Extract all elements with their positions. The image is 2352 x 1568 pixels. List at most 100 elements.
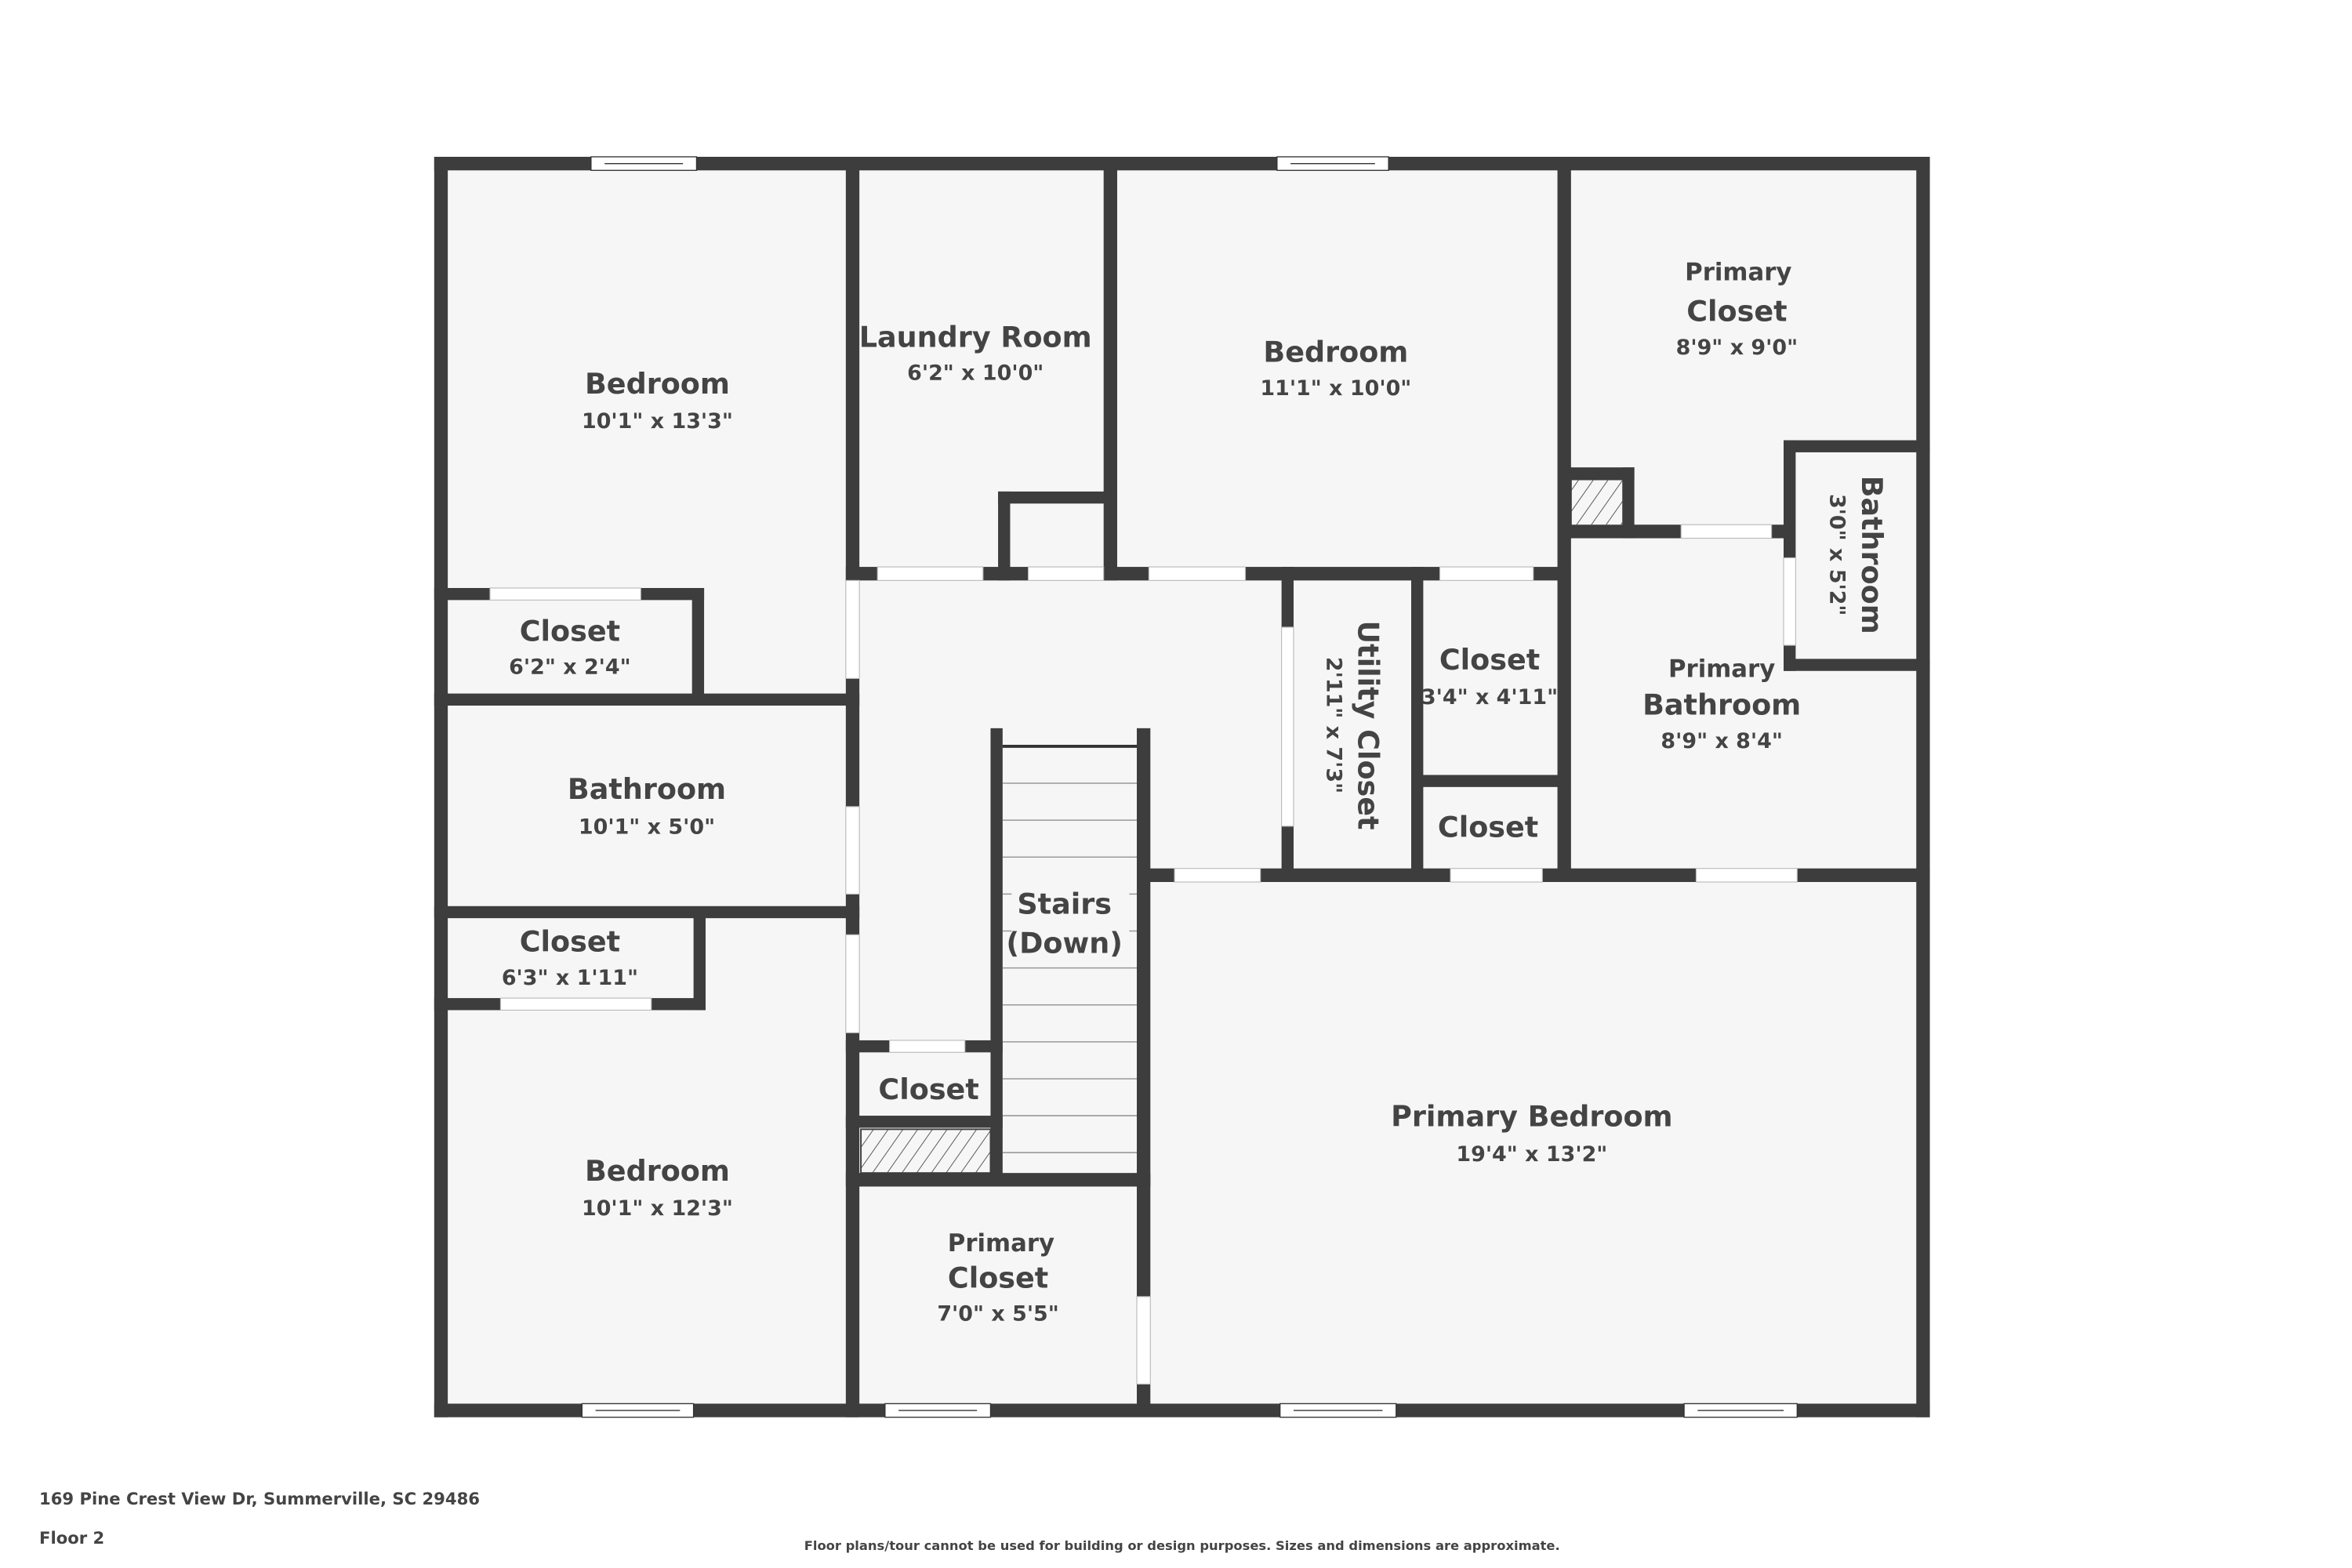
- room-primary-bathroom: Primary Bathroom 8'9" x 8'4": [1642, 655, 1801, 753]
- room-name: Closet: [520, 924, 620, 958]
- wall: [1784, 659, 1930, 671]
- window: [1279, 1403, 1397, 1418]
- room-dims: 11'1" x 10'0": [1260, 376, 1411, 401]
- room-laundry: Laundry Room 6'2" x 10'0": [859, 320, 1092, 385]
- room-bathroom-w: Bathroom 10'1" x 5'0": [568, 772, 726, 839]
- hatched-shaft: [860, 1128, 992, 1174]
- window: [590, 156, 698, 171]
- wall: [691, 588, 705, 706]
- room-closet-b: Closet 6'3" x 1'11": [502, 924, 638, 989]
- room-bedroom-sw: Bedroom 10'1" x 12'3": [582, 1154, 733, 1221]
- room-prefix: Primary: [948, 1229, 1054, 1258]
- wall: [1411, 567, 1424, 882]
- room-dims: 3'0" x 5'2": [1825, 494, 1849, 616]
- room-name: Bedroom: [585, 1154, 730, 1188]
- wall: [1411, 775, 1570, 787]
- floor-area: [440, 162, 1924, 1412]
- wall: [990, 728, 1003, 1184]
- room-name: Bathroom: [568, 772, 726, 806]
- room-prefix: Primary: [1668, 655, 1775, 683]
- room-name: Bedroom: [1263, 336, 1408, 369]
- wall: [845, 1116, 1003, 1128]
- window: [1276, 156, 1389, 171]
- floor-label: Floor 2: [39, 1528, 104, 1548]
- room-name: Bathroom: [1855, 476, 1889, 634]
- room-name: Closet: [878, 1073, 978, 1106]
- door-opening: [845, 579, 860, 679]
- window: [581, 1403, 695, 1418]
- room-closet-d: Closet: [1438, 810, 1538, 844]
- door-opening: [877, 566, 984, 581]
- wall: [998, 491, 1117, 504]
- door-opening: [1136, 1296, 1151, 1385]
- wall: [693, 912, 706, 1011]
- wall: [998, 491, 1011, 581]
- door-opening: [1450, 868, 1543, 883]
- room-name: Closet: [948, 1261, 1048, 1294]
- wall: [1137, 728, 1151, 1410]
- door-opening: [1281, 626, 1294, 827]
- door-opening: [1174, 868, 1261, 883]
- room-dims: 10'1" x 5'0": [579, 815, 715, 839]
- disclaimer: Floor plans/tour cannot be used for buil…: [804, 1538, 1560, 1553]
- room-bedroom-nw: Bedroom 10'1" x 13'3": [582, 367, 733, 434]
- room-dims: 10'1" x 13'3": [582, 409, 733, 434]
- room-name: Closet: [1686, 295, 1787, 328]
- room-closet-c: Closet 3'4" x 4'11": [1421, 643, 1558, 710]
- wall: [434, 157, 448, 1417]
- stairs-direction: (Down): [1006, 926, 1123, 960]
- door-opening: [1027, 566, 1105, 581]
- openings: [489, 156, 1798, 1418]
- door-opening: [889, 1040, 966, 1053]
- room-name: Stairs: [1017, 887, 1112, 920]
- room-name: Laundry Room: [859, 320, 1092, 354]
- wall: [1784, 440, 1930, 452]
- wall: [1622, 467, 1635, 539]
- wall: [845, 157, 860, 1417]
- room-name: Utility Closet: [1352, 621, 1385, 830]
- wall: [434, 906, 860, 919]
- door-opening: [1148, 566, 1247, 581]
- room-name: Closet: [1438, 810, 1538, 844]
- room-primary-closet-ne: Primary Closet 8'9" x 9'0": [1676, 259, 1798, 360]
- room-stairs: Stairs (Down): [1006, 887, 1130, 965]
- room-dims: 7'0" x 5'5": [937, 1302, 1059, 1327]
- door-opening: [845, 806, 860, 895]
- room-closet-e: Closet: [878, 1073, 978, 1106]
- door-opening: [1695, 868, 1798, 883]
- room-dims: 10'1" x 12'3": [582, 1196, 733, 1221]
- room-dims: 19'4" x 13'2": [1456, 1142, 1607, 1167]
- room-bedroom-n: Bedroom 11'1" x 10'0": [1260, 336, 1411, 401]
- wall: [1916, 157, 1930, 1417]
- room-primary-bedroom: Primary Bedroom 19'4" x 13'2": [1391, 1100, 1672, 1167]
- room-bathroom-small: Bathroom 3'0" x 5'2": [1825, 476, 1889, 634]
- room-dims: 6'2" x 10'0": [907, 361, 1044, 386]
- wall: [1569, 467, 1635, 480]
- door-opening: [1680, 524, 1773, 539]
- room-utility-closet: Utility Closet 2'11" x 7'3": [1321, 621, 1385, 830]
- window: [884, 1403, 992, 1418]
- room-dims: 3'4" x 4'11": [1421, 685, 1558, 710]
- wall: [845, 1173, 1151, 1187]
- room-dims: 8'9" x 9'0": [1676, 336, 1798, 360]
- room-prefix: Primary: [1685, 259, 1791, 287]
- room-name: Bedroom: [585, 367, 730, 401]
- wall: [1103, 157, 1117, 581]
- room-name: Primary Bedroom: [1391, 1100, 1672, 1134]
- wall: [1557, 157, 1571, 882]
- wall: [434, 1403, 1930, 1417]
- door-opening: [489, 587, 641, 601]
- room-closet-a: Closet 6'2" x 2'4": [509, 614, 631, 679]
- door-opening: [845, 934, 860, 1033]
- address: 169 Pine Crest View Dr, Summerville, SC …: [39, 1489, 480, 1508]
- door-opening: [1783, 557, 1796, 646]
- room-dims: 8'9" x 8'4": [1661, 729, 1783, 753]
- window: [1683, 1403, 1798, 1418]
- door-opening: [1439, 566, 1534, 581]
- wall: [434, 693, 860, 706]
- room-primary-closet-s: Primary Closet 7'0" x 5'5": [937, 1229, 1059, 1326]
- room-dims: 6'3" x 1'11": [502, 966, 638, 990]
- room-name: Closet: [520, 614, 620, 648]
- door-opening: [499, 997, 652, 1011]
